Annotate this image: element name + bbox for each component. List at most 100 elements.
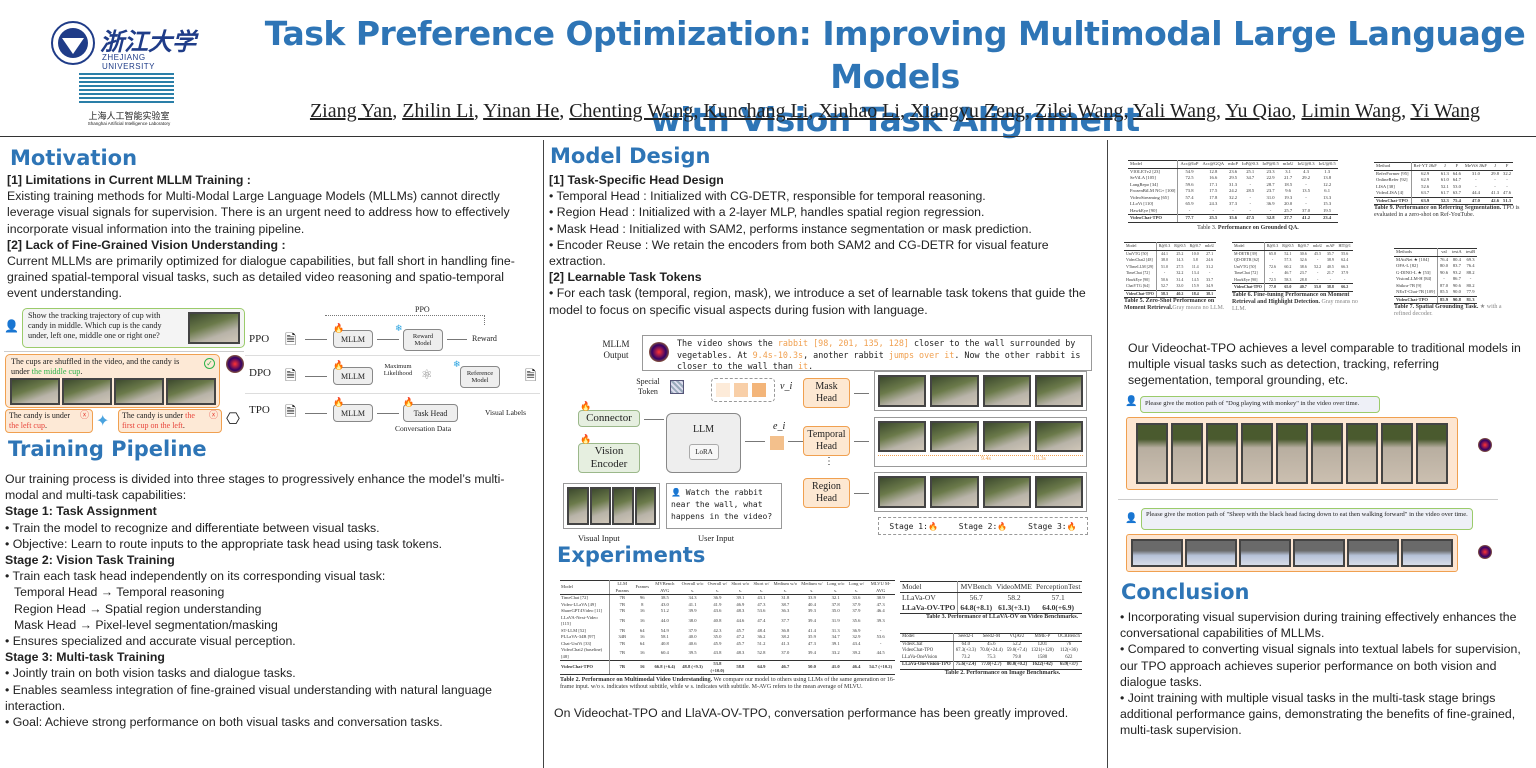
table-cell: 64 bbox=[639, 640, 645, 646]
table-cell: 40.2 bbox=[1172, 289, 1188, 298]
table-cell: - bbox=[1344, 276, 1346, 282]
motivation-paragraph-1: Existing training methods for Multi-Moda… bbox=[7, 189, 510, 236]
table-cell: - bbox=[1494, 177, 1496, 182]
table-cell: 12.2 bbox=[1323, 181, 1332, 187]
correct-answer-text: The cups are shuffled in the video, and … bbox=[11, 357, 180, 376]
stage-3-label: Stage 3: bbox=[1028, 521, 1067, 531]
table-cell: 32.6 bbox=[1299, 257, 1307, 262]
table-cell: 54.9 bbox=[1185, 168, 1194, 174]
column-header: mIoU bbox=[1280, 160, 1296, 169]
table-cell: 37.3 bbox=[1229, 201, 1238, 206]
table-cell: 36.3 bbox=[781, 608, 790, 613]
table-cell: 53.0 bbox=[1452, 183, 1461, 189]
table-cell: 16 bbox=[639, 634, 645, 639]
gemini-icon: ✦ bbox=[96, 413, 110, 430]
table-cell: 72.5 bbox=[1269, 276, 1277, 282]
subheading: [2] Learnable Task Tokens bbox=[549, 270, 702, 285]
table-cell: 23.7 bbox=[1266, 188, 1275, 193]
ppo-label: PPO bbox=[249, 333, 270, 345]
table-cell: VideoChat bbox=[900, 641, 954, 648]
table-cell: MAttNet ★ [104] bbox=[1394, 256, 1438, 263]
table-cell: 13.4 bbox=[1191, 270, 1199, 275]
table-cell: 96 bbox=[639, 595, 645, 600]
table-cell: 37.0 bbox=[781, 650, 790, 656]
table-cell: 48.3 bbox=[736, 650, 745, 656]
table-cell: 4.3 bbox=[1303, 168, 1309, 174]
table-caption: Table 2. Performance on Multimodal Video… bbox=[560, 677, 895, 690]
head-item-text: Initialized with SAM2, performs instance… bbox=[625, 221, 1032, 236]
table-cell: 90.6 bbox=[1440, 269, 1449, 275]
table-caption: Table 6. Fine-tuning Performance on Mome… bbox=[1232, 291, 1358, 312]
column-divider-right bbox=[1107, 140, 1108, 768]
table-cell: 25.5 bbox=[1200, 214, 1227, 223]
table-cell: 90.8 bbox=[1450, 295, 1464, 304]
table-cell: 38.2 bbox=[781, 634, 790, 639]
table-cell: 39.1 bbox=[831, 640, 840, 646]
stage-item: • Objective: Learn to route inputs to th… bbox=[5, 536, 443, 551]
table-cell: 48.4 bbox=[757, 627, 766, 633]
table-cell: 50.6 bbox=[1161, 276, 1169, 282]
frozen-icon: ❄ bbox=[453, 359, 461, 369]
table-cell: 52.1 bbox=[1284, 250, 1292, 256]
table-cell: 32.2 bbox=[1229, 194, 1238, 200]
visual-input-frames bbox=[563, 483, 660, 529]
table-cell: 45.7 bbox=[736, 627, 745, 633]
table-cell: 39.2 bbox=[852, 650, 861, 656]
tpo-model-icon bbox=[226, 355, 244, 373]
table-cell: - bbox=[879, 627, 882, 633]
table-cell: - bbox=[1494, 183, 1496, 189]
column-header: mIoU bbox=[1310, 242, 1325, 251]
column-header: Model bbox=[1128, 160, 1179, 169]
table-cell: 38.8 bbox=[1324, 283, 1337, 292]
region-output-frames bbox=[874, 472, 1087, 512]
table-cell: 39.1 bbox=[736, 595, 745, 600]
logo-zju-en: ZHEJIANG UNIVERSITY bbox=[102, 53, 156, 71]
user-input-box: 👤 Watch the rabbit near the wall, what h… bbox=[666, 483, 782, 529]
table-cell: 1622(+42) bbox=[1029, 661, 1056, 670]
table-cell: - bbox=[1316, 270, 1319, 275]
table-cell: 60.4 bbox=[660, 650, 669, 656]
table-cell: 8 bbox=[641, 601, 644, 607]
table-cell: 14.3 bbox=[1176, 257, 1184, 262]
table-cell: HawkEye [90] bbox=[1124, 276, 1157, 283]
table-cell: 18.5 bbox=[1284, 181, 1293, 187]
table-cell: VIOLETv2 [23] bbox=[1128, 168, 1179, 175]
column-header: OCRBench bbox=[1055, 633, 1082, 642]
table-cell: 61.0 bbox=[1440, 177, 1449, 182]
table-cell: 47.3 bbox=[807, 640, 816, 646]
title-line-1: Task Preference Optimization: Improving … bbox=[264, 14, 1526, 96]
author-name: Xinhao Li bbox=[818, 100, 900, 122]
table-cell: 64.0(+6.9) bbox=[1033, 603, 1083, 614]
table-cell: VideoChat-TPO bbox=[1374, 196, 1412, 205]
table-cell: 38.6 bbox=[1299, 263, 1307, 269]
table-cell: 33.9 bbox=[807, 595, 816, 600]
time-marker-start: 9.4s bbox=[981, 456, 991, 462]
table-cell: 41.1 bbox=[688, 601, 697, 607]
column-header: Long w/ s. bbox=[846, 580, 867, 595]
table-cell: 40.4 bbox=[807, 601, 816, 607]
table-cell: 36.9 bbox=[852, 627, 861, 633]
column-header: F bbox=[1501, 162, 1514, 171]
table-cell: 17.5 bbox=[1209, 188, 1218, 193]
table-cell: 75.3 bbox=[987, 654, 996, 660]
table-cell: 23.7 bbox=[1299, 270, 1307, 275]
column-header: Short w/ s. bbox=[751, 580, 772, 595]
table-cell: 57.4 bbox=[1185, 194, 1194, 200]
table-cell: 59.6(+7.4) bbox=[1006, 648, 1028, 653]
table-cell: HawkEye [90] bbox=[1232, 276, 1265, 284]
table-cell: Shikra-7B [9] bbox=[1394, 282, 1438, 289]
table-cell: 63.7 bbox=[1421, 190, 1430, 195]
table-cell: 77.9 bbox=[1466, 289, 1475, 294]
table-cell: HawkEye [90] bbox=[1128, 207, 1179, 215]
stage-item: Mask Head → Pixel-level segmentation/mas… bbox=[14, 617, 278, 632]
column-header: IoP@0.3 bbox=[1240, 160, 1261, 169]
stage-legend: Stage 1:🔥 Stage 2:🔥 Stage 3:🔥 bbox=[878, 517, 1088, 535]
table-cell: 41.3 bbox=[781, 640, 790, 646]
motivation-subheading-1: [1] Limitations in Current MLLM Training… bbox=[7, 173, 251, 187]
